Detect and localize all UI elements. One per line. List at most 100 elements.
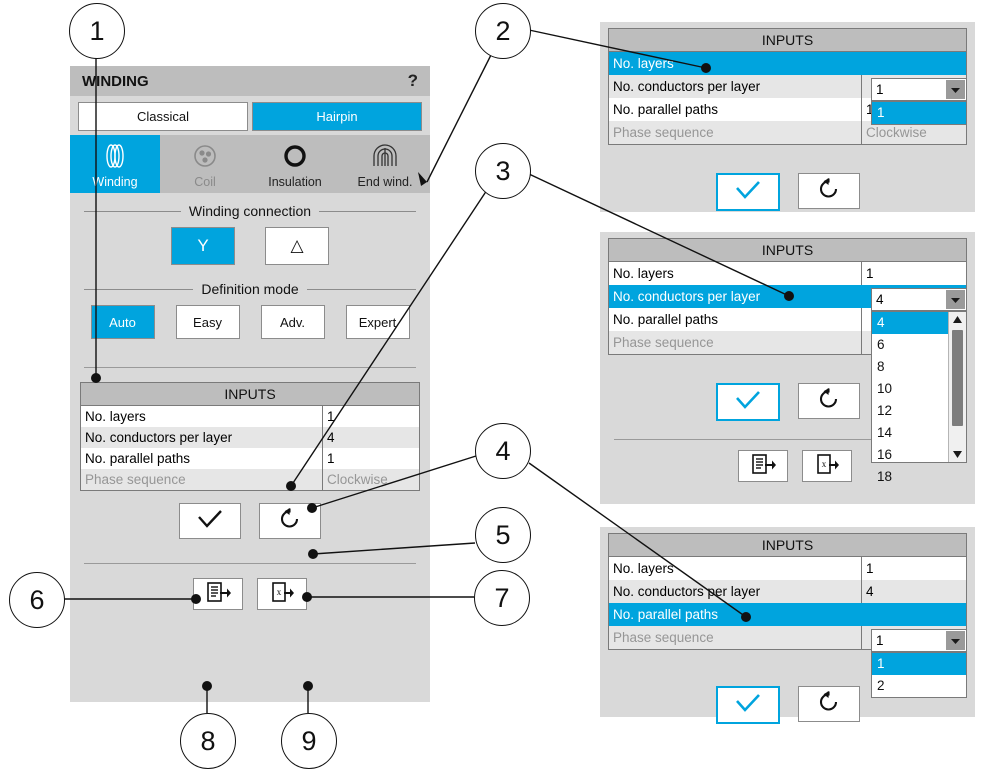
row-value[interactable]	[862, 603, 966, 626]
winding-connection-legend: Winding connection	[84, 203, 416, 219]
list-item[interactable]: 4	[872, 312, 949, 334]
confirm-button[interactable]	[179, 503, 241, 539]
table-row: Phase sequence Clockwise	[81, 469, 419, 490]
parallel-paths-combobox-list[interactable]: 1 2	[871, 652, 967, 698]
action-buttons	[600, 383, 975, 421]
confirm-button[interactable]	[715, 686, 780, 724]
row-key: No. conductors per layer	[609, 580, 862, 603]
conductors-combobox-list[interactable]: 4 6 8 10 12 14 16 18	[871, 311, 967, 484]
mode-adv-button[interactable]: Adv.	[260, 305, 325, 339]
row-value[interactable]: 1	[327, 451, 335, 466]
reset-icon	[817, 177, 841, 206]
export-excel-button[interactable]: x	[257, 578, 307, 610]
list-item[interactable]: 12	[877, 403, 893, 418]
sidebar-item-insulation[interactable]: Insulation	[250, 135, 340, 193]
inputs-table-title: INPUTS	[608, 533, 967, 557]
inputs-panel-conductors: INPUTS No. layers 1 No. conductors per l…	[600, 232, 975, 504]
chevron-down-icon[interactable]	[946, 290, 965, 309]
export-report-button[interactable]	[193, 578, 243, 610]
table-row[interactable]: No. parallel paths 1	[81, 448, 419, 469]
row-key: Phase sequence	[609, 121, 862, 144]
list-item[interactable]: 2	[877, 678, 885, 693]
list-item[interactable]: 14	[877, 425, 893, 440]
table-row[interactable]: No. conductors per layer 4	[609, 580, 966, 603]
list-item[interactable]: 16	[877, 447, 893, 462]
table-row[interactable]: No. conductors per layer 4	[81, 427, 419, 448]
row-value[interactable]: 4	[866, 584, 874, 599]
list-item[interactable]: 1	[872, 102, 966, 124]
list-item[interactable]: 8	[877, 359, 885, 374]
list-item[interactable]: 10	[877, 381, 893, 396]
reset-button[interactable]	[259, 503, 321, 539]
table-row[interactable]: No. parallel paths	[609, 603, 966, 626]
help-icon[interactable]: ?	[407, 71, 418, 90]
combobox-value: 1	[876, 82, 884, 97]
callout-7: 7	[474, 570, 530, 626]
mode-expert-button[interactable]: Expert	[345, 305, 410, 339]
winding-type-toggle: Classical Hairpin	[70, 96, 430, 135]
export-report-button[interactable]	[738, 450, 788, 482]
section-tabs: Winding Coil Insulation End wind.	[70, 135, 430, 193]
row-value[interactable]: 1	[866, 266, 874, 281]
callout-9: 9	[281, 713, 337, 769]
row-value[interactable]: 1	[866, 102, 874, 117]
scroll-down-arrow[interactable]	[949, 447, 966, 462]
dropdown-scrollbar[interactable]	[948, 312, 966, 462]
list-item[interactable]: 18	[877, 469, 893, 484]
divider	[84, 288, 194, 290]
row-value[interactable]: 1	[327, 409, 335, 424]
row-key: No. parallel paths	[81, 448, 323, 469]
list-item[interactable]: 1	[872, 653, 966, 675]
row-key: No. parallel paths	[609, 98, 862, 121]
sidebar-item-coil[interactable]: Coil	[160, 135, 250, 193]
inputs-table: INPUTS No. layers 1 No. conductors per l…	[80, 382, 420, 491]
end-winding-icon	[340, 141, 430, 175]
callout-1: 1	[69, 3, 125, 59]
page-title: WINDING	[82, 72, 149, 90]
winding-icon	[70, 141, 160, 175]
delta-connection-button[interactable]: △	[265, 227, 329, 265]
table-row[interactable]: No. layers 1	[609, 262, 966, 285]
reset-button[interactable]	[797, 686, 860, 722]
row-value: Clockwise	[866, 125, 927, 140]
inputs-table-title: INPUTS	[81, 383, 419, 406]
table-row[interactable]: No. layers	[609, 52, 966, 75]
chevron-down-icon[interactable]	[946, 631, 965, 650]
divider	[306, 288, 416, 290]
row-value[interactable]: 4	[327, 430, 335, 445]
confirm-button[interactable]	[715, 173, 780, 211]
tab-classical[interactable]: Classical	[78, 102, 248, 131]
divider	[84, 210, 181, 212]
wye-connection-button[interactable]: Y	[171, 227, 235, 265]
mode-auto-button[interactable]: Auto	[90, 305, 155, 339]
export-excel-button[interactable]: x	[802, 450, 852, 482]
export-buttons: x	[70, 578, 430, 610]
scroll-up-arrow[interactable]	[949, 312, 966, 327]
callout-2: 2	[475, 3, 531, 59]
row-value[interactable]	[862, 52, 966, 75]
confirm-button[interactable]	[715, 383, 780, 421]
callout-3: 3	[475, 143, 531, 199]
sidebar-item-end-winding[interactable]: End wind.	[340, 135, 430, 193]
row-value[interactable]: 1	[866, 561, 874, 576]
conductors-combobox[interactable]: 4	[871, 288, 967, 311]
parallel-paths-combobox[interactable]: 1	[871, 629, 967, 652]
table-row[interactable]: No. layers 1	[609, 557, 966, 580]
chevron-down-icon[interactable]	[946, 80, 965, 99]
insulation-icon	[250, 141, 340, 175]
reset-button[interactable]	[797, 173, 860, 209]
reset-button[interactable]	[797, 383, 860, 419]
sidebar-item-label: End wind.	[357, 175, 413, 189]
layers-combobox[interactable]: 1	[871, 78, 967, 101]
inputs-panel-layers: INPUTS No. layers No. conductors per lay…	[600, 22, 975, 212]
scrollbar-thumb[interactable]	[952, 330, 963, 426]
tab-hairpin[interactable]: Hairpin	[252, 102, 422, 131]
row-key: No. conductors per layer	[81, 427, 323, 448]
table-row[interactable]: No. layers 1	[81, 406, 419, 427]
layers-combobox-list[interactable]: 1	[871, 101, 967, 125]
row-key: No. conductors per layer	[609, 75, 862, 98]
combobox-value: 1	[876, 633, 884, 648]
list-item[interactable]: 6	[877, 337, 885, 352]
sidebar-item-winding[interactable]: Winding	[70, 135, 160, 193]
mode-easy-button[interactable]: Easy	[175, 305, 240, 339]
